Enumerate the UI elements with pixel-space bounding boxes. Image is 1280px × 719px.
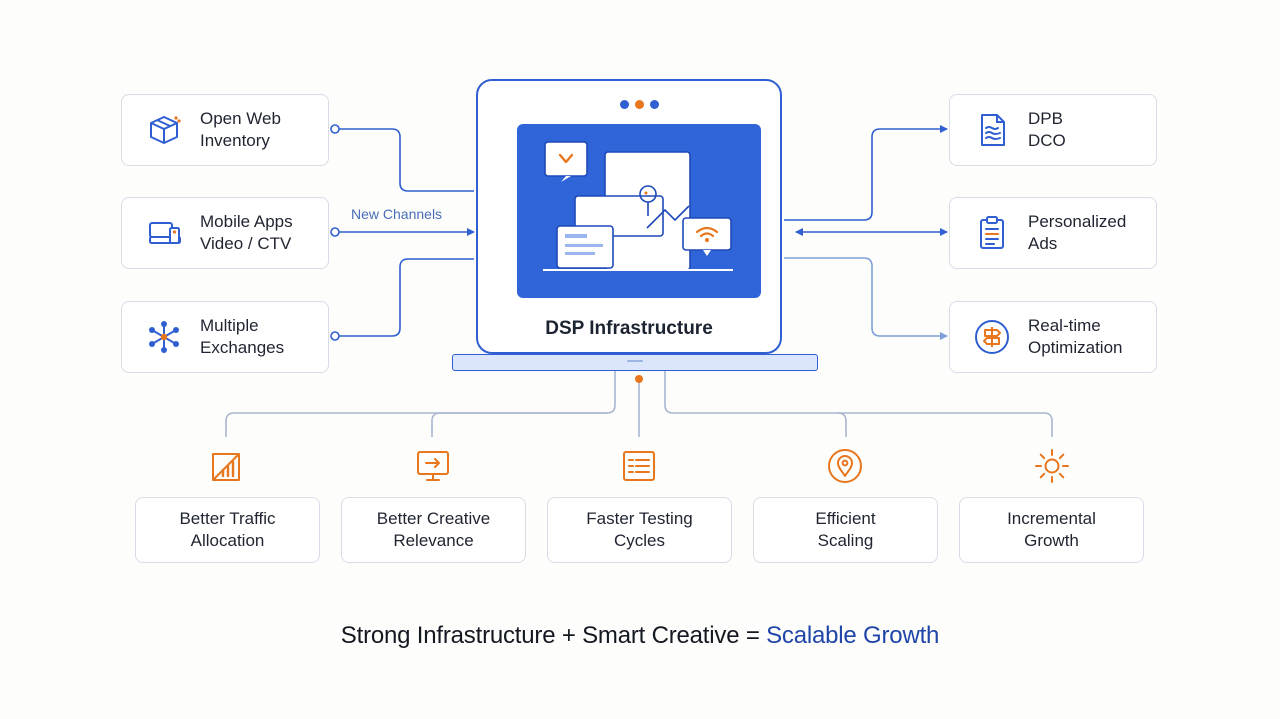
base-connector-dot <box>635 375 643 383</box>
benefit-label-line2: Relevance <box>393 531 474 550</box>
output-label-line1: Real-time <box>1028 316 1101 335</box>
input-connector-open-web <box>330 124 474 192</box>
dsp-laptop: DSP Infrastructure <box>476 79 782 354</box>
box-icon <box>150 116 181 144</box>
output-label-line1: DPB <box>1028 109 1063 128</box>
network-icon <box>149 321 179 353</box>
tagline: Strong Infrastructure + Smart Creative =… <box>0 622 1280 650</box>
output-label-line2: DCO <box>1028 131 1066 150</box>
output-card-dpb: DPB DCO <box>949 94 1157 166</box>
input-connector-exchanges <box>330 258 474 341</box>
input-label-line2: Video / CTV <box>200 234 292 253</box>
benefit-label-line1: Incremental <box>1007 509 1096 528</box>
output-label-line2: Ads <box>1028 234 1058 253</box>
list-icon <box>623 451 655 481</box>
input-label-line2: Exchanges <box>200 338 285 357</box>
benefit-label-line2: Scaling <box>817 531 874 550</box>
window-dot <box>650 100 659 109</box>
document-icon <box>981 114 1005 146</box>
benefit-label-line2: Allocation <box>190 531 265 550</box>
output-connector-realtime <box>784 257 948 340</box>
input-connector-mobile <box>330 227 475 237</box>
laptop-base <box>452 354 818 371</box>
location-icon <box>828 449 862 483</box>
benefit-label-line2: Growth <box>1024 531 1079 550</box>
signpost-icon <box>975 320 1009 354</box>
tagline-main: Strong Infrastructure + Smart Creative = <box>340 622 767 649</box>
chart-icon <box>212 453 240 481</box>
benefit-label-line1: Better Creative <box>376 509 491 528</box>
output-label-line1: Personalized <box>1028 212 1127 231</box>
sun-icon <box>1035 449 1069 483</box>
clipboard-icon <box>980 216 1004 249</box>
dsp-title: DSP Infrastructure <box>545 318 713 339</box>
window-dot <box>635 100 644 109</box>
window-dot <box>620 100 629 109</box>
monitor-icon <box>417 451 449 481</box>
new-channels-label: New Channels <box>351 206 443 222</box>
input-label-line2: Inventory <box>200 131 270 150</box>
benefit-label-line1: Faster Testing <box>586 509 693 528</box>
tagline-accent: Scalable Growth <box>766 622 940 649</box>
benefit-label-line1: Better Traffic <box>179 509 276 528</box>
devices-icon <box>149 222 181 244</box>
laptop-notch <box>627 360 643 362</box>
benefit-label-line2: Cycles <box>613 531 665 550</box>
creative-illustration-icon <box>543 141 733 271</box>
input-label-line1: Open Web <box>200 109 281 128</box>
input-label-line1: Mobile Apps <box>200 212 293 231</box>
output-label-line2: Optimization <box>1028 338 1123 357</box>
benefit-label-line1: Efficient <box>815 509 876 528</box>
laptop-screen <box>517 124 761 298</box>
output-connector-dpb <box>784 125 948 221</box>
benefit-tree-connectors <box>225 371 1053 437</box>
input-label-line1: Multiple <box>200 316 259 335</box>
